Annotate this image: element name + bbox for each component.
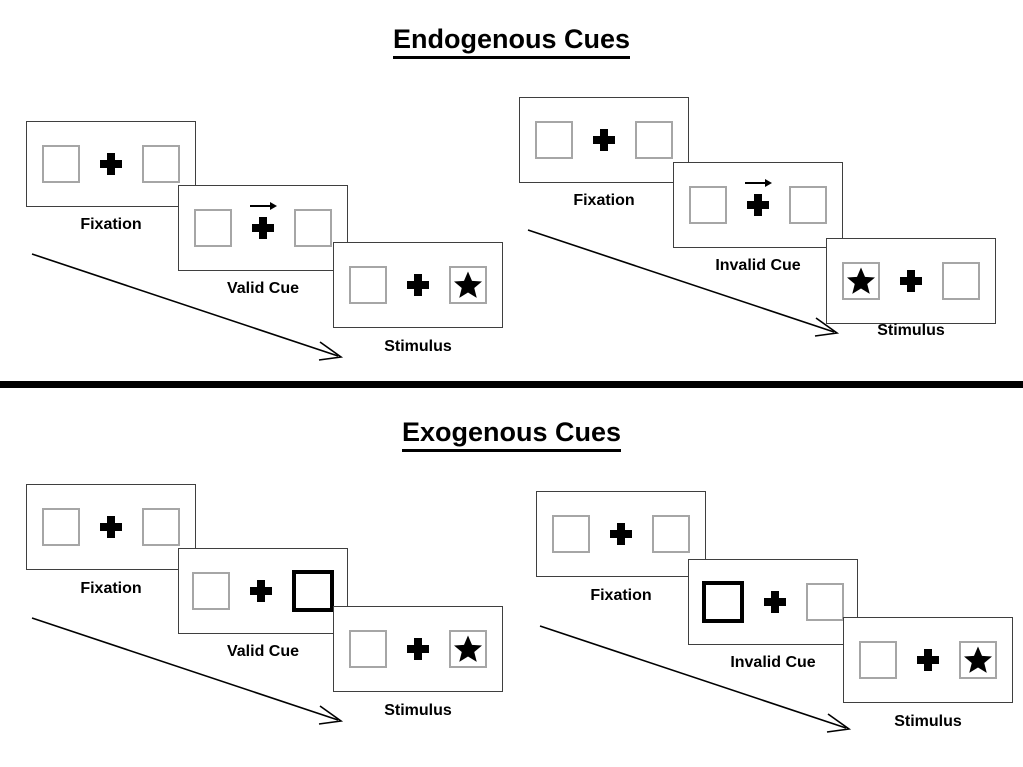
left-box[interactable]	[859, 641, 897, 679]
fixation-plus-icon	[96, 512, 126, 542]
left-box[interactable]	[349, 630, 387, 668]
panel-exogenous-invalid-cue[interactable]	[688, 559, 858, 645]
stimulus-row	[552, 515, 690, 553]
fixation-plus-icon	[403, 270, 433, 300]
star-icon	[964, 646, 992, 673]
caption-exogenous-invalid-fixation: Fixation	[590, 587, 652, 604]
star-icon	[454, 635, 482, 662]
section-title-exogenous-text: Exogenous Cues	[401, 417, 622, 452]
caption-endogenous-valid-fixation: Fixation	[80, 216, 142, 233]
right-arrow-cue-icon	[745, 179, 772, 187]
right-box-cued[interactable]	[292, 570, 334, 612]
star-icon	[847, 267, 875, 294]
left-box[interactable]	[194, 209, 232, 247]
right-box[interactable]	[635, 121, 673, 159]
stimulus-row	[689, 179, 827, 224]
stimulus-row	[194, 202, 332, 247]
caption-endogenous-invalid-cue: Invalid Cue	[715, 257, 801, 274]
right-box[interactable]	[142, 508, 180, 546]
fixation-plus-icon	[896, 266, 926, 296]
caption-exogenous-valid-cue: Valid Cue	[226, 643, 300, 660]
sequence-flow-arrow-icon	[31, 253, 344, 361]
stimulus-row	[842, 262, 980, 300]
fixation-plus-icon	[589, 125, 619, 155]
caption-exogenous-valid-fixation: Fixation	[80, 580, 142, 597]
panel-endogenous-valid-stimulus[interactable]	[333, 242, 503, 328]
right-box[interactable]	[806, 583, 844, 621]
left-box[interactable]	[535, 121, 573, 159]
caption-exogenous-invalid-cue: Invalid Cue	[730, 654, 816, 671]
right-box[interactable]	[449, 630, 487, 668]
right-box[interactable]	[789, 186, 827, 224]
panel-exogenous-valid-fixation[interactable]	[26, 484, 196, 570]
section-title-endogenous-text: Endogenous Cues	[392, 24, 630, 59]
fixation-plus-icon	[248, 202, 278, 243]
fixation-plus-icon	[246, 576, 276, 606]
fixation-plus-icon	[760, 587, 790, 617]
left-box[interactable]	[842, 262, 880, 300]
caption-endogenous-invalid-stimulus: Stimulus	[877, 322, 945, 339]
section-divider	[0, 381, 1023, 388]
stimulus-row	[859, 641, 997, 679]
left-box[interactable]	[192, 572, 230, 610]
section-title-exogenous: Exogenous Cues	[0, 417, 1023, 452]
stimulus-row	[192, 570, 334, 612]
stimulus-row	[349, 266, 487, 304]
fixation-plus-icon	[913, 645, 943, 675]
stimulus-row	[535, 121, 673, 159]
stimulus-row	[42, 508, 180, 546]
right-box[interactable]	[449, 266, 487, 304]
caption-exogenous-invalid-stimulus: Stimulus	[894, 713, 962, 730]
caption-endogenous-invalid-fixation: Fixation	[573, 192, 635, 209]
panel-exogenous-valid-stimulus[interactable]	[333, 606, 503, 692]
sequence-flow-arrow-icon	[31, 617, 344, 725]
star-icon	[454, 271, 482, 298]
panel-endogenous-valid-cue[interactable]	[178, 185, 348, 271]
stimulus-row	[702, 581, 844, 623]
fixation-plus-icon	[403, 634, 433, 664]
fixation-plus-icon	[743, 179, 773, 220]
left-box[interactable]	[42, 508, 80, 546]
sequence-flow-arrow-icon	[539, 625, 852, 733]
right-box[interactable]	[942, 262, 980, 300]
left-box[interactable]	[349, 266, 387, 304]
panel-exogenous-invalid-fixation[interactable]	[536, 491, 706, 577]
sequence-flow-arrow-icon	[527, 229, 840, 337]
caption-endogenous-valid-cue: Valid Cue	[226, 280, 300, 297]
panel-endogenous-invalid-stimulus[interactable]	[826, 238, 996, 324]
caption-endogenous-valid-stimulus: Stimulus	[384, 338, 452, 355]
right-arrow-cue-icon	[250, 202, 277, 210]
panel-endogenous-valid-fixation[interactable]	[26, 121, 196, 207]
panel-exogenous-invalid-stimulus[interactable]	[843, 617, 1013, 703]
section-title-endogenous: Endogenous Cues	[0, 24, 1023, 59]
left-box-cued[interactable]	[702, 581, 744, 623]
right-box[interactable]	[652, 515, 690, 553]
fixation-plus-icon	[96, 149, 126, 179]
caption-exogenous-valid-stimulus: Stimulus	[384, 702, 452, 719]
stimulus-row	[349, 630, 487, 668]
panel-endogenous-invalid-cue[interactable]	[673, 162, 843, 248]
right-box[interactable]	[294, 209, 332, 247]
panel-exogenous-valid-cue[interactable]	[178, 548, 348, 634]
right-box[interactable]	[142, 145, 180, 183]
left-box[interactable]	[42, 145, 80, 183]
left-box[interactable]	[552, 515, 590, 553]
left-box[interactable]	[689, 186, 727, 224]
fixation-plus-icon	[606, 519, 636, 549]
right-box[interactable]	[959, 641, 997, 679]
stimulus-row	[42, 145, 180, 183]
panel-endogenous-invalid-fixation[interactable]	[519, 97, 689, 183]
